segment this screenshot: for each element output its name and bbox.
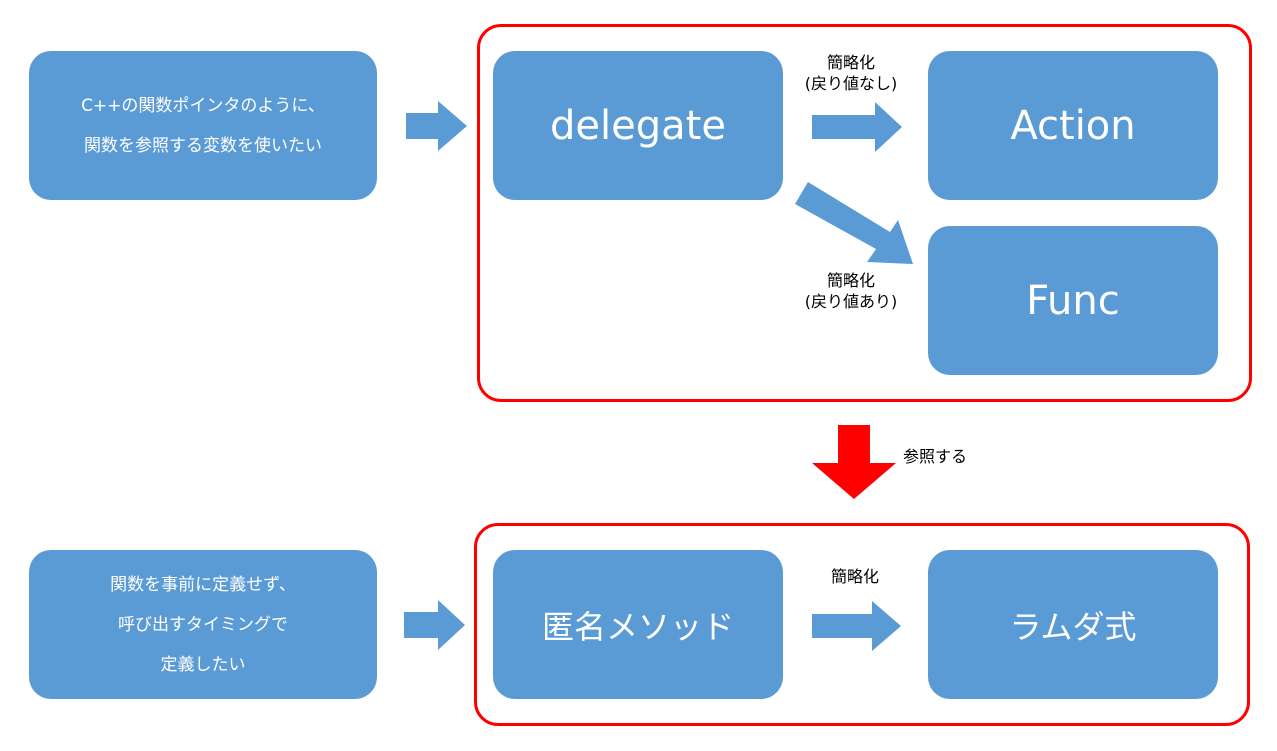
arrow-to-delegate-icon — [406, 101, 467, 151]
arrow-to-lambda-icon — [812, 601, 901, 651]
delegate-box: delegate — [493, 51, 783, 200]
arrow-to-action-icon — [812, 102, 902, 152]
func-box: Func — [928, 226, 1218, 375]
anonymous-method-box: 匿名メソッド — [493, 550, 783, 699]
simplify-with-return-label: 簡略化 (戻り値あり) — [804, 271, 898, 311]
simplify-no-return-label: 簡略化 (戻り値なし) — [804, 53, 898, 93]
func-text: Func — [1026, 277, 1120, 324]
need-function-pointer-box: C++の関数ポインタのように、 関数を参照する変数を使いたい — [29, 51, 377, 200]
arrow-to-func-icon — [795, 182, 913, 264]
action-box: Action — [928, 51, 1218, 200]
reference-arrow-icon — [812, 425, 896, 499]
need-function-pointer-text: C++の関数ポインタのように、 関数を参照する変数を使いたい — [81, 95, 325, 156]
top-group-frame — [477, 24, 1252, 402]
need-inline-definition-text: 関数を事前に定義せず、 呼び出すタイミングで 定義したい — [110, 574, 296, 675]
delegate-text: delegate — [550, 102, 726, 149]
reference-label: 参照する — [903, 447, 968, 466]
lambda-text: ラムダ式 — [1009, 607, 1137, 646]
need-inline-definition-box: 関数を事前に定義せず、 呼び出すタイミングで 定義したい — [29, 550, 377, 699]
arrow-to-anonymous-icon — [404, 600, 465, 650]
lambda-box: ラムダ式 — [928, 550, 1218, 699]
anonymous-method-text: 匿名メソッド — [541, 607, 734, 646]
simplify-lambda-label: 簡略化 — [830, 567, 879, 586]
action-text: Action — [1010, 102, 1136, 149]
bottom-group-frame — [474, 523, 1250, 726]
